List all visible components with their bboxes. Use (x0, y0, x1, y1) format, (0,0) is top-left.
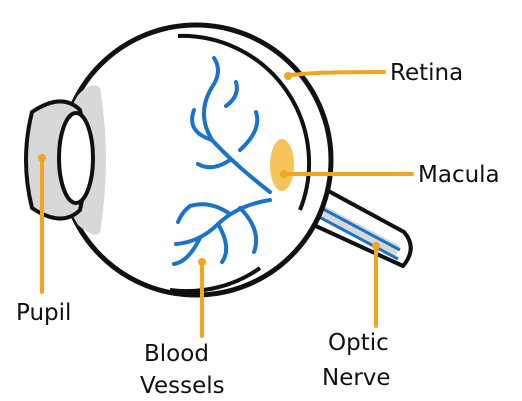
macula-spot (270, 139, 294, 191)
leader-blood-vessels-dot (198, 258, 206, 266)
label-pupil: Pupil (16, 300, 71, 326)
leader-macula-dot (280, 170, 288, 178)
label-blood-vessels-line1: Blood (144, 341, 209, 367)
leader-retina-dot (284, 72, 292, 80)
label-retina: Retina (390, 60, 463, 86)
label-optic-nerve-line1: Optic (328, 330, 389, 356)
leader-retina (288, 72, 384, 76)
leader-optic-nerve-dot (372, 242, 380, 250)
label-optic-nerve-line2: Nerve (322, 365, 391, 391)
label-blood-vessels-line2: Vessels (140, 373, 225, 399)
leader-pupil-dot (38, 154, 46, 162)
lens (59, 113, 93, 203)
label-macula: Macula (418, 162, 500, 188)
